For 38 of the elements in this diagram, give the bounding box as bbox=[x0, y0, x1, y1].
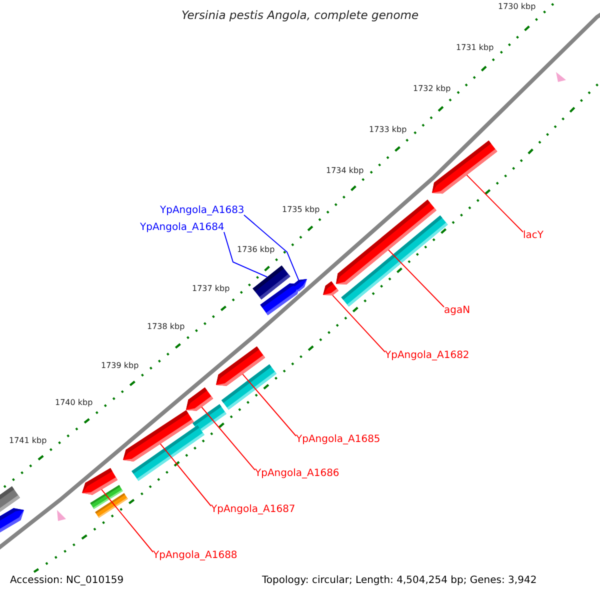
gene-label: YpAngola_A1684 bbox=[140, 222, 224, 234]
gene-feature-block bbox=[336, 200, 436, 284]
gene-feature-block bbox=[186, 387, 214, 411]
leader-line bbox=[224, 232, 268, 278]
leader-line bbox=[244, 214, 300, 281]
tick-label: 1731 kbp bbox=[456, 43, 494, 53]
leader-line bbox=[201, 406, 256, 470]
gene-label: YpAngola_A1688 bbox=[153, 550, 238, 562]
tick-label: 1739 kbp bbox=[101, 361, 139, 371]
gene-feature-block bbox=[293, 279, 307, 292]
gene-label: YpAngola_A1685 bbox=[296, 434, 380, 446]
leader-line bbox=[160, 443, 212, 506]
tick-label: 1735 kbp bbox=[282, 205, 320, 215]
gene-label: YpAngola_A1687 bbox=[211, 504, 296, 516]
tick-label: 1741 kbp bbox=[9, 436, 47, 446]
tick-label: 1730 kbp bbox=[498, 2, 536, 12]
gene-feature-block bbox=[323, 281, 339, 296]
gene-label: YpAngola_A1683 bbox=[160, 205, 244, 217]
gene-label: lacY bbox=[523, 230, 544, 242]
leader-line bbox=[242, 374, 296, 436]
gene-label: agaN bbox=[444, 305, 470, 317]
leader-line bbox=[466, 174, 524, 232]
leader-line bbox=[101, 489, 154, 552]
tick-label: 1737 kbp bbox=[192, 284, 230, 294]
tick-label: 1732 kbp bbox=[413, 84, 451, 94]
leader-line bbox=[388, 249, 444, 308]
footer-text: Topology: circular; Length: 4,504,254 bp; Genes: 3,942 bbox=[262, 575, 537, 587]
gene-feature-block bbox=[82, 468, 118, 495]
gene-label: YpAngola_A1682 bbox=[385, 350, 470, 362]
gene-feature-block bbox=[252, 266, 290, 300]
leader-line bbox=[332, 294, 386, 352]
title: Yersinia pestis Angola, complete genome bbox=[181, 8, 419, 22]
gene-feature-block bbox=[216, 346, 266, 386]
gene-feature-block bbox=[123, 410, 194, 462]
tick-label: 1738 kbp bbox=[147, 322, 185, 332]
footer-text: Accession: NC_010159 bbox=[10, 575, 124, 587]
gene-label: YpAngola_A1686 bbox=[255, 468, 340, 480]
gene-feature-block bbox=[432, 140, 498, 194]
